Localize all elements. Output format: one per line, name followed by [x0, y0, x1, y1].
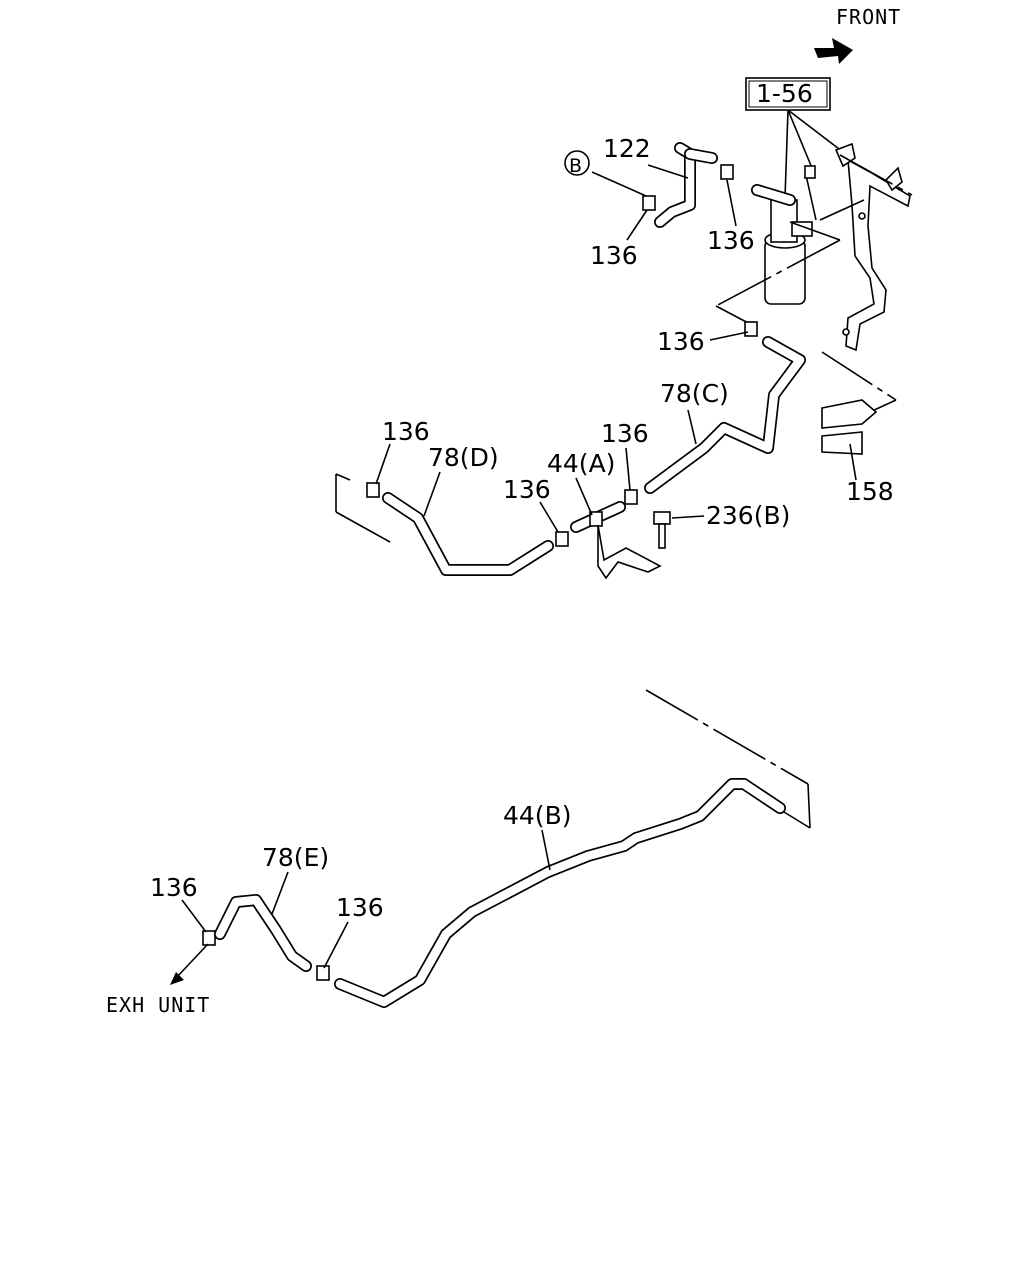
- label-136-d: 136: [382, 417, 430, 446]
- label-136-h: 136: [336, 893, 384, 922]
- label-136-g: 136: [150, 873, 198, 902]
- upper-left-guides: [335, 473, 391, 543]
- ref-box-label: 1-56: [756, 79, 813, 108]
- part-labels: 122 136 136 136 78(C) 136 78(D) 44(A) 13…: [150, 134, 894, 922]
- label-44b: 44(B): [503, 801, 571, 830]
- hose-78c: [644, 336, 806, 494]
- label-236b: 236(B): [706, 501, 790, 530]
- hose-78d: [382, 492, 554, 576]
- bolt-236b: [653, 511, 671, 549]
- exh-arrow-icon: [170, 972, 184, 985]
- front-indicator: FRONT: [814, 5, 901, 64]
- pipe-44b: [334, 778, 786, 1008]
- leader-lines: [181, 164, 857, 969]
- front-arrow-icon: [814, 38, 853, 64]
- pipe-44a: [570, 501, 662, 580]
- label-136-f: 136: [503, 475, 551, 504]
- canister-bracket: [804, 142, 911, 352]
- hose-78e: [214, 894, 312, 972]
- clamp-8: [316, 965, 330, 981]
- label-158: 158: [846, 477, 894, 506]
- clamp-5: [555, 531, 569, 547]
- clamp-6: [624, 489, 638, 505]
- label-78c: 78(C): [660, 379, 729, 408]
- hose-122: [654, 142, 718, 228]
- label-122: 122: [603, 134, 651, 163]
- label-78d: 78(D): [428, 443, 499, 472]
- ref-b-label: B: [569, 155, 582, 177]
- clamp-2: [720, 164, 734, 180]
- clip-158: [821, 399, 878, 455]
- clamp-7: [202, 930, 216, 946]
- clamps: [202, 164, 758, 981]
- clamp-4: [366, 482, 380, 498]
- front-label: FRONT: [836, 5, 901, 29]
- exh-unit-label: EXH UNIT: [106, 993, 210, 1017]
- clamp-3: [744, 321, 758, 337]
- canister-guides: [715, 154, 913, 413]
- label-136-e: 136: [601, 419, 649, 448]
- clamp-1: [642, 195, 656, 211]
- label-44a: 44(A): [547, 449, 615, 478]
- label-136-b: 136: [707, 226, 755, 255]
- ref-b-callout: B: [564, 150, 590, 177]
- label-136-a: 136: [590, 241, 638, 270]
- exh-unit-indicator: EXH UNIT: [106, 943, 210, 1017]
- label-136-c: 136: [657, 327, 705, 356]
- canister: [751, 184, 813, 305]
- ref-box-1-56: 1-56: [745, 77, 844, 199]
- label-78e: 78(E): [262, 843, 329, 872]
- lower-frame: [645, 689, 811, 829]
